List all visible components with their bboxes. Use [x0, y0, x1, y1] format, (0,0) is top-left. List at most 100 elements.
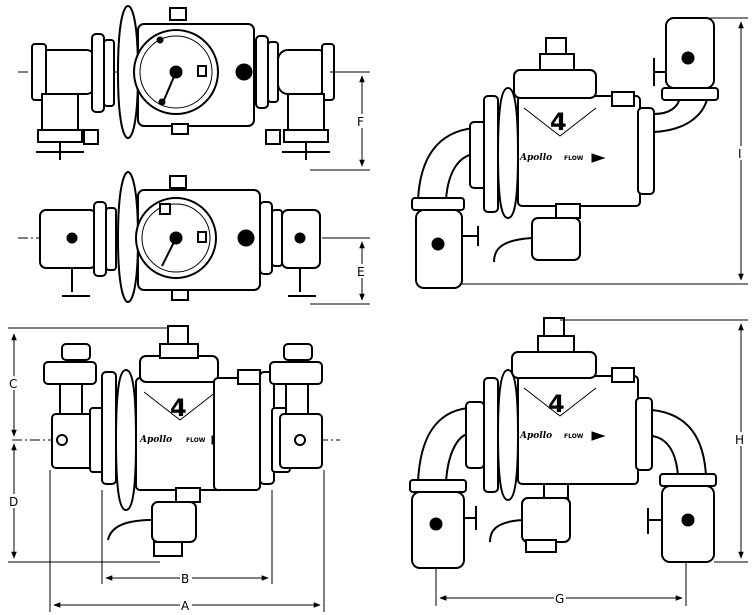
left-yoke — [43, 361, 97, 385]
u-flow-arrow — [591, 431, 606, 441]
relief-valve-body — [151, 501, 197, 543]
n-body-v-mark — [523, 107, 597, 137]
dim-e-label: E — [357, 265, 365, 279]
top-cover-inner-ring — [139, 35, 213, 109]
n-left-body-flange — [483, 95, 499, 213]
cover-bolt-b — [156, 36, 164, 44]
n-right-elbow-flange — [661, 87, 719, 101]
dim-a-label-bg — [180, 598, 192, 612]
n-flow-text: FLOW — [564, 155, 584, 162]
left-gate-valve-body — [41, 93, 79, 135]
u-relief-valve-body — [521, 497, 571, 543]
u-model-number: 4 — [548, 390, 565, 418]
n-left-elbow — [416, 126, 475, 201]
u-cover-top — [537, 335, 575, 353]
dim-d-label-bg — [8, 494, 20, 508]
nrs-left-disc-flange — [116, 170, 140, 304]
dim-h-label: H — [735, 433, 744, 447]
u-sensing-line — [489, 519, 523, 543]
cover-bolt-a — [158, 98, 166, 106]
u-right-elbow — [651, 408, 708, 477]
right-test-cock — [265, 129, 281, 145]
n-left-valve-hub — [431, 237, 445, 251]
left-test-cock — [83, 129, 99, 145]
u-body — [517, 375, 639, 485]
nrs-right-check-plug — [237, 229, 255, 247]
nrs-cover-plug-b — [197, 231, 207, 243]
u-right-valve-hub — [681, 513, 695, 527]
top-view-nrs: E — [18, 170, 370, 305]
n-vent-valve — [545, 37, 567, 55]
right-check-plug — [235, 63, 253, 81]
left-valve-neck — [59, 383, 83, 415]
right-yoke-top — [283, 343, 313, 361]
cover-plug — [197, 65, 207, 77]
relief-pipe — [163, 71, 177, 101]
dim-b-label: B — [181, 572, 189, 586]
front-disc-flange — [114, 368, 138, 512]
front-cover-top — [159, 343, 199, 359]
dim-i-label-bg — [736, 146, 748, 160]
n-body — [517, 95, 641, 207]
u-right-flange — [635, 397, 653, 471]
nrs-right-stem-hub — [294, 232, 306, 244]
dim-g-label: G — [555, 592, 564, 606]
nrs-top-vent-fitting — [169, 175, 187, 189]
relief-valve-top — [175, 487, 201, 503]
left-flange-2 — [103, 39, 115, 107]
n-flow-arrow — [591, 153, 606, 163]
right-flange-1 — [255, 35, 269, 109]
front-body-v-mark — [143, 391, 217, 421]
front-brand-mark: Apollo — [139, 435, 172, 445]
dim-f-label: F — [357, 115, 364, 129]
u-left-valve-hub — [429, 517, 443, 531]
left-flange-1 — [91, 33, 105, 113]
front-view-osy: 4 Apollo FLOW C D B — [8, 325, 340, 613]
u-right-elbow-flange — [659, 473, 717, 487]
u-test-cock — [611, 367, 635, 383]
top-view-osy: F — [18, 4, 370, 171]
relief-valve-outlet — [153, 541, 183, 557]
u-left-body-flange — [483, 377, 499, 493]
u-flow-text: FLOW — [564, 433, 584, 440]
u-brand-mark: Apollo — [519, 431, 552, 441]
front-vent-valve — [167, 325, 189, 345]
front-cover — [139, 355, 219, 383]
right-gate-valve-bonnet — [283, 129, 329, 143]
n-left-elbow-flange — [411, 197, 465, 211]
u-left-flange — [465, 401, 485, 469]
n-cover — [513, 69, 597, 99]
left-valve-hub — [56, 434, 68, 446]
bottom-vent-fitting — [171, 123, 189, 135]
u-disc-flange — [496, 368, 520, 502]
n-model-number: 4 — [550, 108, 567, 136]
sensing-line — [107, 519, 153, 541]
dim-f-label-bg — [356, 114, 368, 128]
front-left-body-flange — [101, 371, 117, 485]
front-model-number: 4 — [170, 394, 187, 422]
n-disc-flange — [496, 86, 520, 220]
nrs-right-flange-2 — [271, 209, 283, 267]
n-relief-valve-body — [531, 217, 581, 261]
u-left-elbow — [416, 406, 469, 483]
top-vent-fitting — [169, 7, 187, 21]
dim-a-label: A — [181, 599, 190, 613]
u-cover — [511, 351, 597, 379]
u-vent-valve — [543, 317, 565, 337]
nrs-relief-pipe — [161, 237, 177, 267]
u-relief-valve-top — [543, 483, 569, 499]
right-valve-neck — [285, 383, 309, 415]
u-body-v-mark — [523, 387, 597, 417]
dim-h-label-bg — [734, 432, 746, 446]
dim-e-label-bg — [356, 264, 368, 278]
u-relief-valve-outlet — [525, 539, 557, 553]
dim-d-label: D — [9, 495, 18, 509]
nrs-left-flange-1 — [93, 201, 107, 277]
dim-g-label-bg — [554, 591, 566, 605]
n-cover-top — [539, 53, 575, 71]
dim-i-label: I — [738, 147, 742, 161]
n-sensing-line — [493, 237, 533, 263]
front-view-u-pattern: 4 Apollo FLOW H G — [409, 317, 748, 606]
left-gate-valve-bonnet — [37, 129, 83, 143]
left-elbow-flange — [31, 43, 47, 101]
